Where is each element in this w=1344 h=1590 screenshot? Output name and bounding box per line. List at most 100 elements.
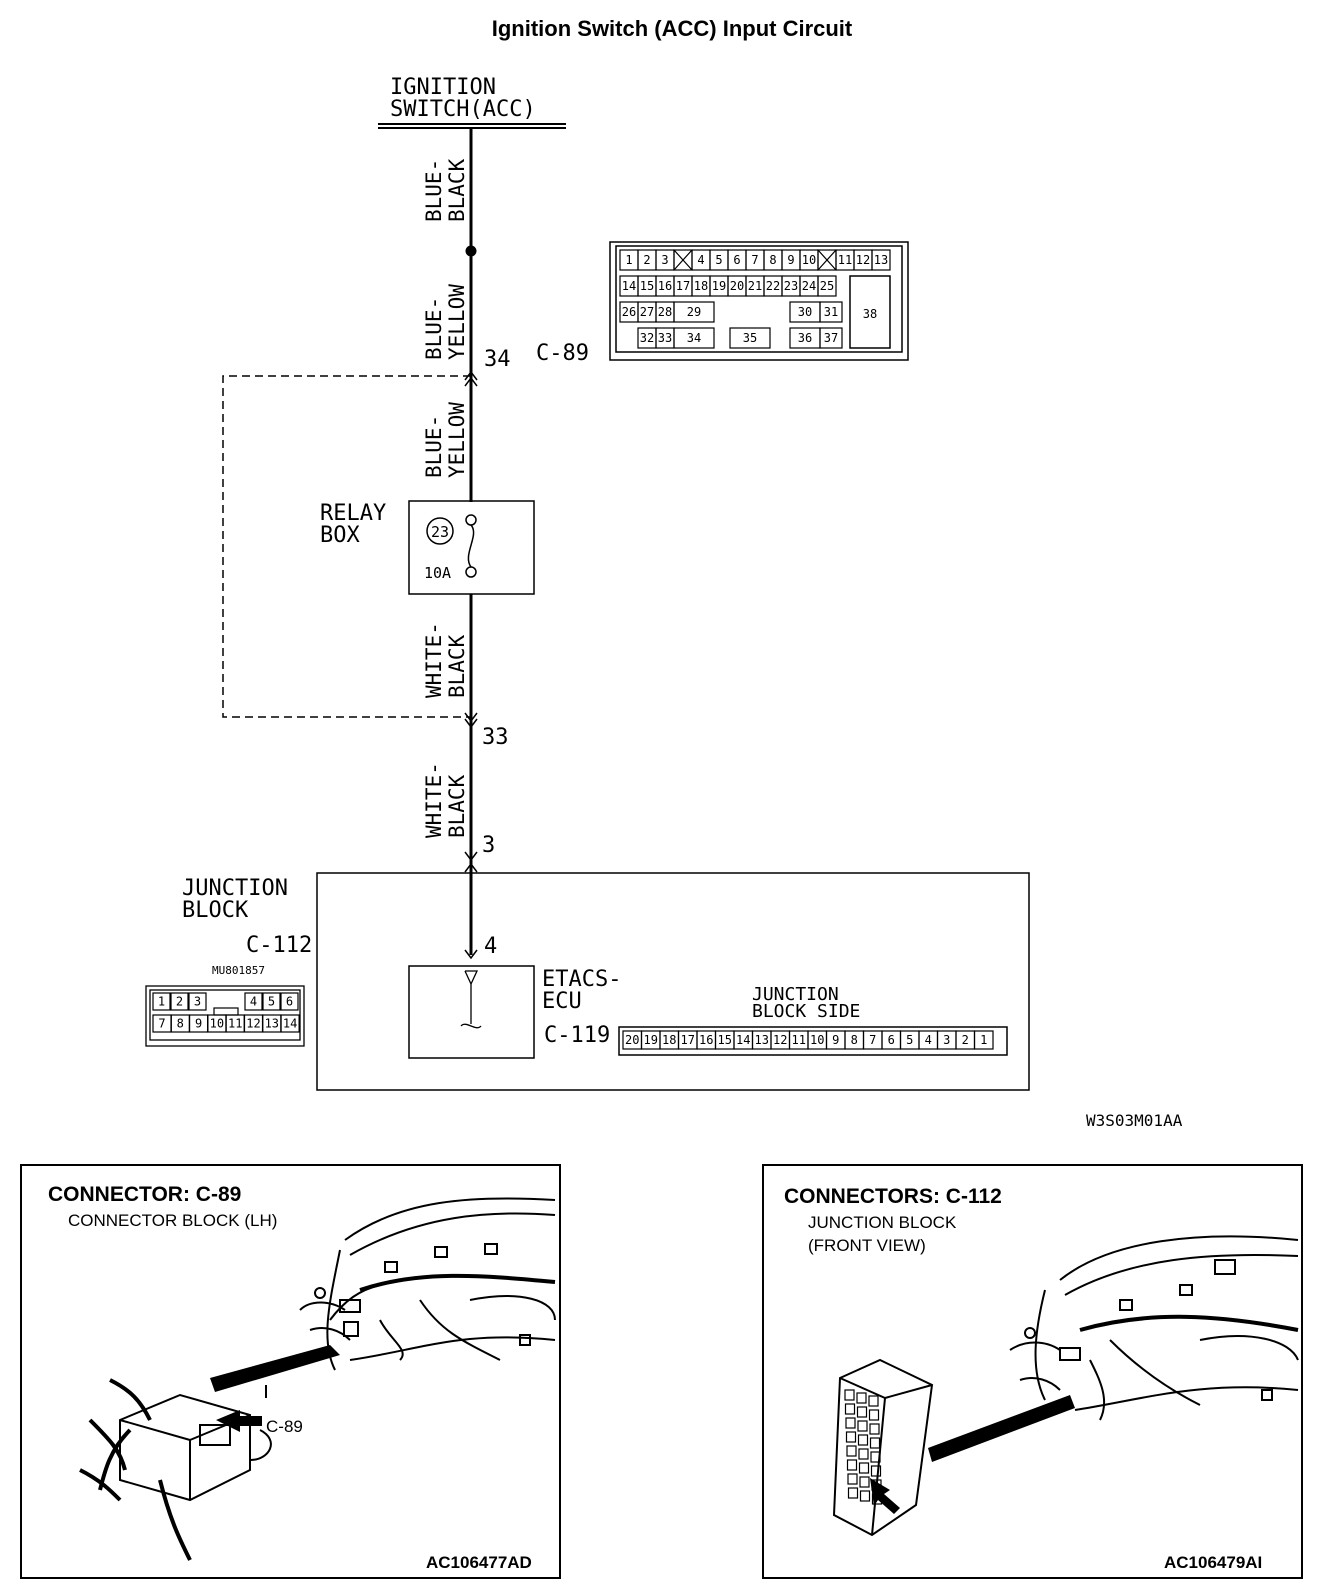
relay-box: RELAY BOX 23 10A	[320, 500, 535, 595]
jb-side-pin-2-label: 2	[962, 1033, 969, 1047]
panel-right-code: AC106479AI	[1164, 1553, 1262, 1572]
c112-key	[213, 1007, 239, 1016]
c112-pin-11-label: 11	[228, 1017, 242, 1031]
wire-label-white-black-2: BLACK	[445, 634, 469, 698]
junction-block-illustration	[832, 1358, 934, 1537]
panel-left-arrow-label: C-89	[266, 1417, 303, 1436]
etacs-label-2: ECU	[542, 989, 582, 1014]
c89-pin-4-label: 4	[697, 253, 704, 267]
c112-pin-8-label: 8	[177, 1017, 184, 1031]
junction-block-label-2: BLOCK	[182, 898, 249, 923]
c89-pin-9-label: 9	[787, 253, 794, 267]
c89-pin-38-label: 38	[863, 307, 877, 321]
c89-pin-37	[819, 327, 843, 349]
c89-pin-32-label: 32	[640, 331, 654, 345]
pin-3: 3	[482, 833, 495, 858]
junction-block-label-1: JUNCTION	[182, 876, 288, 901]
jb-side-pin-4-label: 4	[925, 1033, 932, 1047]
pin-34: 34	[484, 347, 511, 372]
c89-pin-22-label: 22	[766, 279, 780, 293]
c89-pin-21-label: 21	[748, 279, 762, 293]
jb-side-label-1: JUNCTION	[752, 984, 839, 1005]
wire-label-blue-yellow-2: YELLOW	[445, 284, 469, 360]
c89-pin-14-label: 14	[622, 279, 636, 293]
fuse-number-circle	[426, 517, 454, 545]
jb-side-pin-16-label: 16	[699, 1033, 713, 1047]
c112-pin-9-label: 9	[195, 1017, 202, 1031]
c89-pin-2-label: 2	[643, 253, 650, 267]
etacs-ecu: ETACS- ECU C-119	[408, 965, 621, 1059]
dashboard-illustration-right	[1009, 1235, 1299, 1421]
c89-label: C-89	[536, 341, 589, 366]
c112-pin-3-label: 3	[194, 995, 201, 1009]
c89-pin-28-label: 28	[658, 305, 672, 319]
c112-pin-7-label: 7	[158, 1017, 165, 1031]
pointer-wedge-left	[210, 1345, 340, 1392]
junction-block: JUNCTION BLOCK C-112 MU801857	[182, 872, 1030, 1091]
panel-connector-c89: CONNECTOR: C-89 CONNECTOR BLOCK (LH)	[20, 1164, 561, 1579]
dashboard-illustration-left	[299, 1197, 556, 1371]
c112-pin-4-label: 4	[250, 995, 257, 1009]
relay-box-label-1: RELAY	[320, 501, 386, 526]
wire-label-blue-yellow-4: YELLOW	[445, 402, 469, 478]
jb-side-pin-18-label: 18	[662, 1033, 676, 1047]
panel-right-subtitle-2: (FRONT VIEW)	[808, 1236, 926, 1255]
pin-33: 33	[482, 725, 509, 750]
jb-side-pin-8-label: 8	[851, 1033, 858, 1047]
c89-pin-3-label: 3	[661, 253, 668, 267]
relay-box-label-2: BOX	[320, 523, 360, 548]
wire-label-white-black-3: WHITE-	[422, 762, 446, 838]
pointer-wedge-right	[928, 1395, 1075, 1462]
fuse-number: 23	[431, 523, 449, 541]
wire-label-blue-black-2: BLACK	[445, 158, 469, 222]
c89-pin-31-label: 31	[824, 305, 838, 319]
pin-4: 4	[484, 934, 497, 959]
jb-side-pin-19-label: 19	[644, 1033, 658, 1047]
c89-pin-8-label: 8	[769, 253, 776, 267]
panel-left-code: AC106477AD	[426, 1553, 532, 1572]
c89-pin-6-label: 6	[733, 253, 740, 267]
unused-pin-x-icon	[817, 249, 837, 271]
c119-label: C-119	[544, 1023, 610, 1048]
c89-pin-35	[729, 327, 771, 349]
c89-pin-13	[871, 249, 891, 271]
connector-block-illustration	[79, 1378, 272, 1561]
panel-right-title: CONNECTORS: C-112	[784, 1185, 1002, 1208]
jb-side-pin-9-label: 9	[832, 1033, 839, 1047]
etacs-label-1: ETACS-	[542, 967, 621, 992]
c112-pin-1	[152, 992, 171, 1011]
c89-pin-20-label: 20	[730, 279, 744, 293]
wire-label-blue-yellow-3: BLUE-	[422, 415, 446, 478]
jb-side-pin-1	[973, 1030, 994, 1050]
fuse-rating: 10A	[424, 564, 451, 582]
jb-side-pin-6-label: 6	[888, 1033, 895, 1047]
c112-pin-13-label: 13	[265, 1017, 279, 1031]
wire-label-white-black-4: BLACK	[445, 774, 469, 838]
c89-pin-26-label: 26	[622, 305, 636, 319]
wire-label-white-black-1: WHITE-	[422, 622, 446, 698]
c89-pin-29-label: 29	[687, 305, 701, 319]
c89-pin-36-label: 36	[798, 331, 812, 345]
jb-side-pin-14-label: 14	[736, 1033, 750, 1047]
c89-pin-17-label: 17	[676, 279, 690, 293]
panel-right-subtitle-1: JUNCTION BLOCK	[808, 1213, 957, 1232]
c89-pin-37-label: 37	[824, 331, 838, 345]
c112-pin-4	[244, 992, 263, 1011]
ignition-switch-label-2: SWITCH(ACC)	[390, 97, 536, 122]
diagram-code: W3S03M01AA	[1086, 1111, 1183, 1130]
c89-pin-15-label: 15	[640, 279, 654, 293]
c89-pin-25-label: 25	[820, 279, 834, 293]
c112-pin-5-label: 5	[268, 995, 275, 1009]
arrow-icon-c112	[870, 1478, 900, 1514]
c89-pin-34-label: 34	[687, 331, 701, 345]
c89-pin-19-label: 19	[712, 279, 726, 293]
c112-pin-1-label: 1	[158, 995, 165, 1009]
c112-pin-12-label: 12	[246, 1017, 260, 1031]
jb-side-pin-13-label: 13	[755, 1033, 769, 1047]
c112-pin-5	[262, 992, 281, 1011]
c89-pin-30-label: 30	[798, 305, 812, 319]
ignition-switch-label-1: IGNITION	[390, 75, 496, 100]
